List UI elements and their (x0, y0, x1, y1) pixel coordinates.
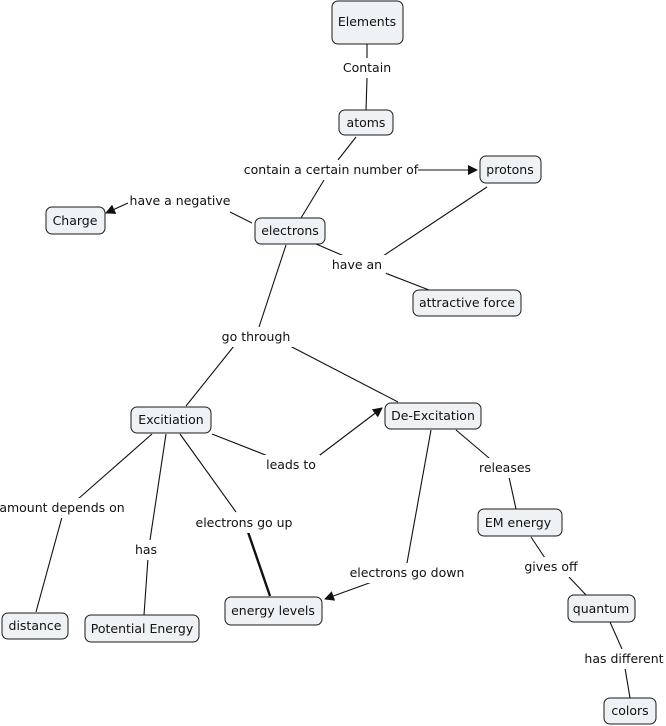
node-elements[interactable]: Elements (331, 0, 404, 45)
link-label-gives-off: gives off (520, 557, 582, 577)
link-label-contain-number: contain a certain number of (244, 160, 419, 180)
link-label-negative: have a negative (128, 191, 232, 211)
node-charge[interactable]: Charge (45, 206, 106, 235)
link-label-has: has (130, 540, 162, 560)
link-label-electrons-down: electrons go down (348, 563, 466, 583)
link-label-have-an: have an (328, 255, 386, 275)
node-atoms-label: atoms (347, 115, 386, 130)
link-label-leads-to-text: leads to (266, 457, 316, 472)
node-protons[interactable]: protons (479, 155, 542, 184)
edge-quantum-has-different (609, 621, 623, 650)
node-attractive-force[interactable]: attractive force (412, 289, 522, 317)
edge-has-different-colors (624, 667, 631, 699)
edge-electrons-down-energy-levels (324, 581, 373, 601)
link-label-contain-text: Contain (343, 60, 391, 75)
edge-excitiation-electrons-up (179, 433, 237, 513)
edge-em-energy-gives-off (530, 536, 546, 559)
edge-have-an-attractive-force (379, 270, 430, 291)
edge-de-excitation-releases (455, 429, 490, 459)
edge-excitiation-amount-depends (77, 433, 153, 500)
node-excitiation-label: Excitiation (138, 412, 203, 427)
edge-releases-em-energy (508, 476, 517, 510)
node-atoms[interactable]: atoms (338, 109, 394, 136)
node-electrons-label: electrons (261, 223, 319, 238)
link-label-negative-text: have a negative (130, 193, 231, 208)
edge-gives-off-quantum (568, 576, 587, 596)
link-label-electrons-up: electrons go up (192, 513, 296, 533)
link-label-leads-to: leads to (262, 455, 320, 475)
link-label-has-different-text: has different (584, 651, 663, 666)
node-distance[interactable]: distance (1, 612, 69, 640)
node-energy-levels-label: energy levels (231, 603, 315, 618)
link-label-amount-depends: amount depends on (0, 498, 125, 518)
edge-amount-depends-distance (35, 516, 63, 613)
link-label-has-different: has different (582, 649, 666, 669)
edge-excitiation-leads-to (211, 433, 269, 457)
node-de-excitation[interactable]: De-Excitation (384, 402, 482, 430)
node-distance-label: distance (9, 618, 62, 633)
node-potential-energy-label: Potential Energy (91, 621, 194, 636)
link-label-releases-text: releases (479, 460, 531, 475)
link-label-amount-depends-text: amount depends on (0, 500, 125, 515)
edge-go-through-excitiation (185, 345, 235, 407)
node-excitiation[interactable]: Excitiation (130, 406, 212, 434)
link-label-contain: Contain (336, 58, 398, 78)
link-label-electrons-down-text: electrons go down (350, 565, 465, 580)
edge-electrons-have-an (315, 243, 345, 257)
link-label-go-through: go through (218, 327, 294, 347)
node-quantum[interactable]: quantum (567, 594, 636, 623)
node-energy-levels[interactable]: energy levels (224, 596, 323, 626)
link-label-has-text: has (135, 542, 157, 557)
edge-contain-atoms (365, 77, 368, 111)
node-elements-label: Elements (338, 14, 396, 29)
edge-negative-charge (105, 202, 129, 214)
node-de-excitation-label: De-Excitation (391, 408, 475, 423)
node-electrons[interactable]: electrons (254, 217, 326, 245)
link-label-have-an-text: have an (332, 257, 382, 272)
edges (35, 44, 631, 699)
link-label-electrons-up-text: electrons go up (196, 515, 293, 530)
node-em-energy-label: EM energy (485, 515, 552, 530)
node-potential-energy[interactable]: Potential Energy (84, 614, 200, 643)
node-colors-label: colors (611, 703, 648, 718)
link-label-gives-off-text: gives off (524, 559, 578, 574)
node-charge-label: Charge (53, 213, 98, 228)
edge-leads-to-de-excitation (315, 407, 383, 459)
link-label-releases: releases (474, 458, 536, 478)
edge-de-excitation-electrons-down (406, 429, 432, 564)
node-colors[interactable]: colors (603, 697, 657, 725)
edge-excitiation-has (149, 433, 167, 541)
node-quantum-label: quantum (573, 601, 629, 616)
edge-electrons-go-through (258, 244, 287, 328)
node-protons-label: protons (486, 162, 533, 177)
edge-contain-number-electrons (300, 179, 325, 219)
edge-electrons-negative (229, 211, 253, 224)
edge-has-potential-energy (143, 557, 149, 616)
node-attractive-force-label: attractive force (419, 295, 515, 310)
edge-go-through-de-excitation (289, 345, 399, 403)
node-em-energy[interactable]: EM energy (477, 508, 563, 537)
edge-atoms-contain-number (337, 136, 357, 161)
link-label-contain-number-text: contain a certain number of (244, 162, 419, 177)
edge-protons-have-an (382, 186, 488, 257)
link-label-go-through-text: go through (222, 329, 291, 344)
edge-electrons-up-energy-levels (246, 531, 272, 597)
